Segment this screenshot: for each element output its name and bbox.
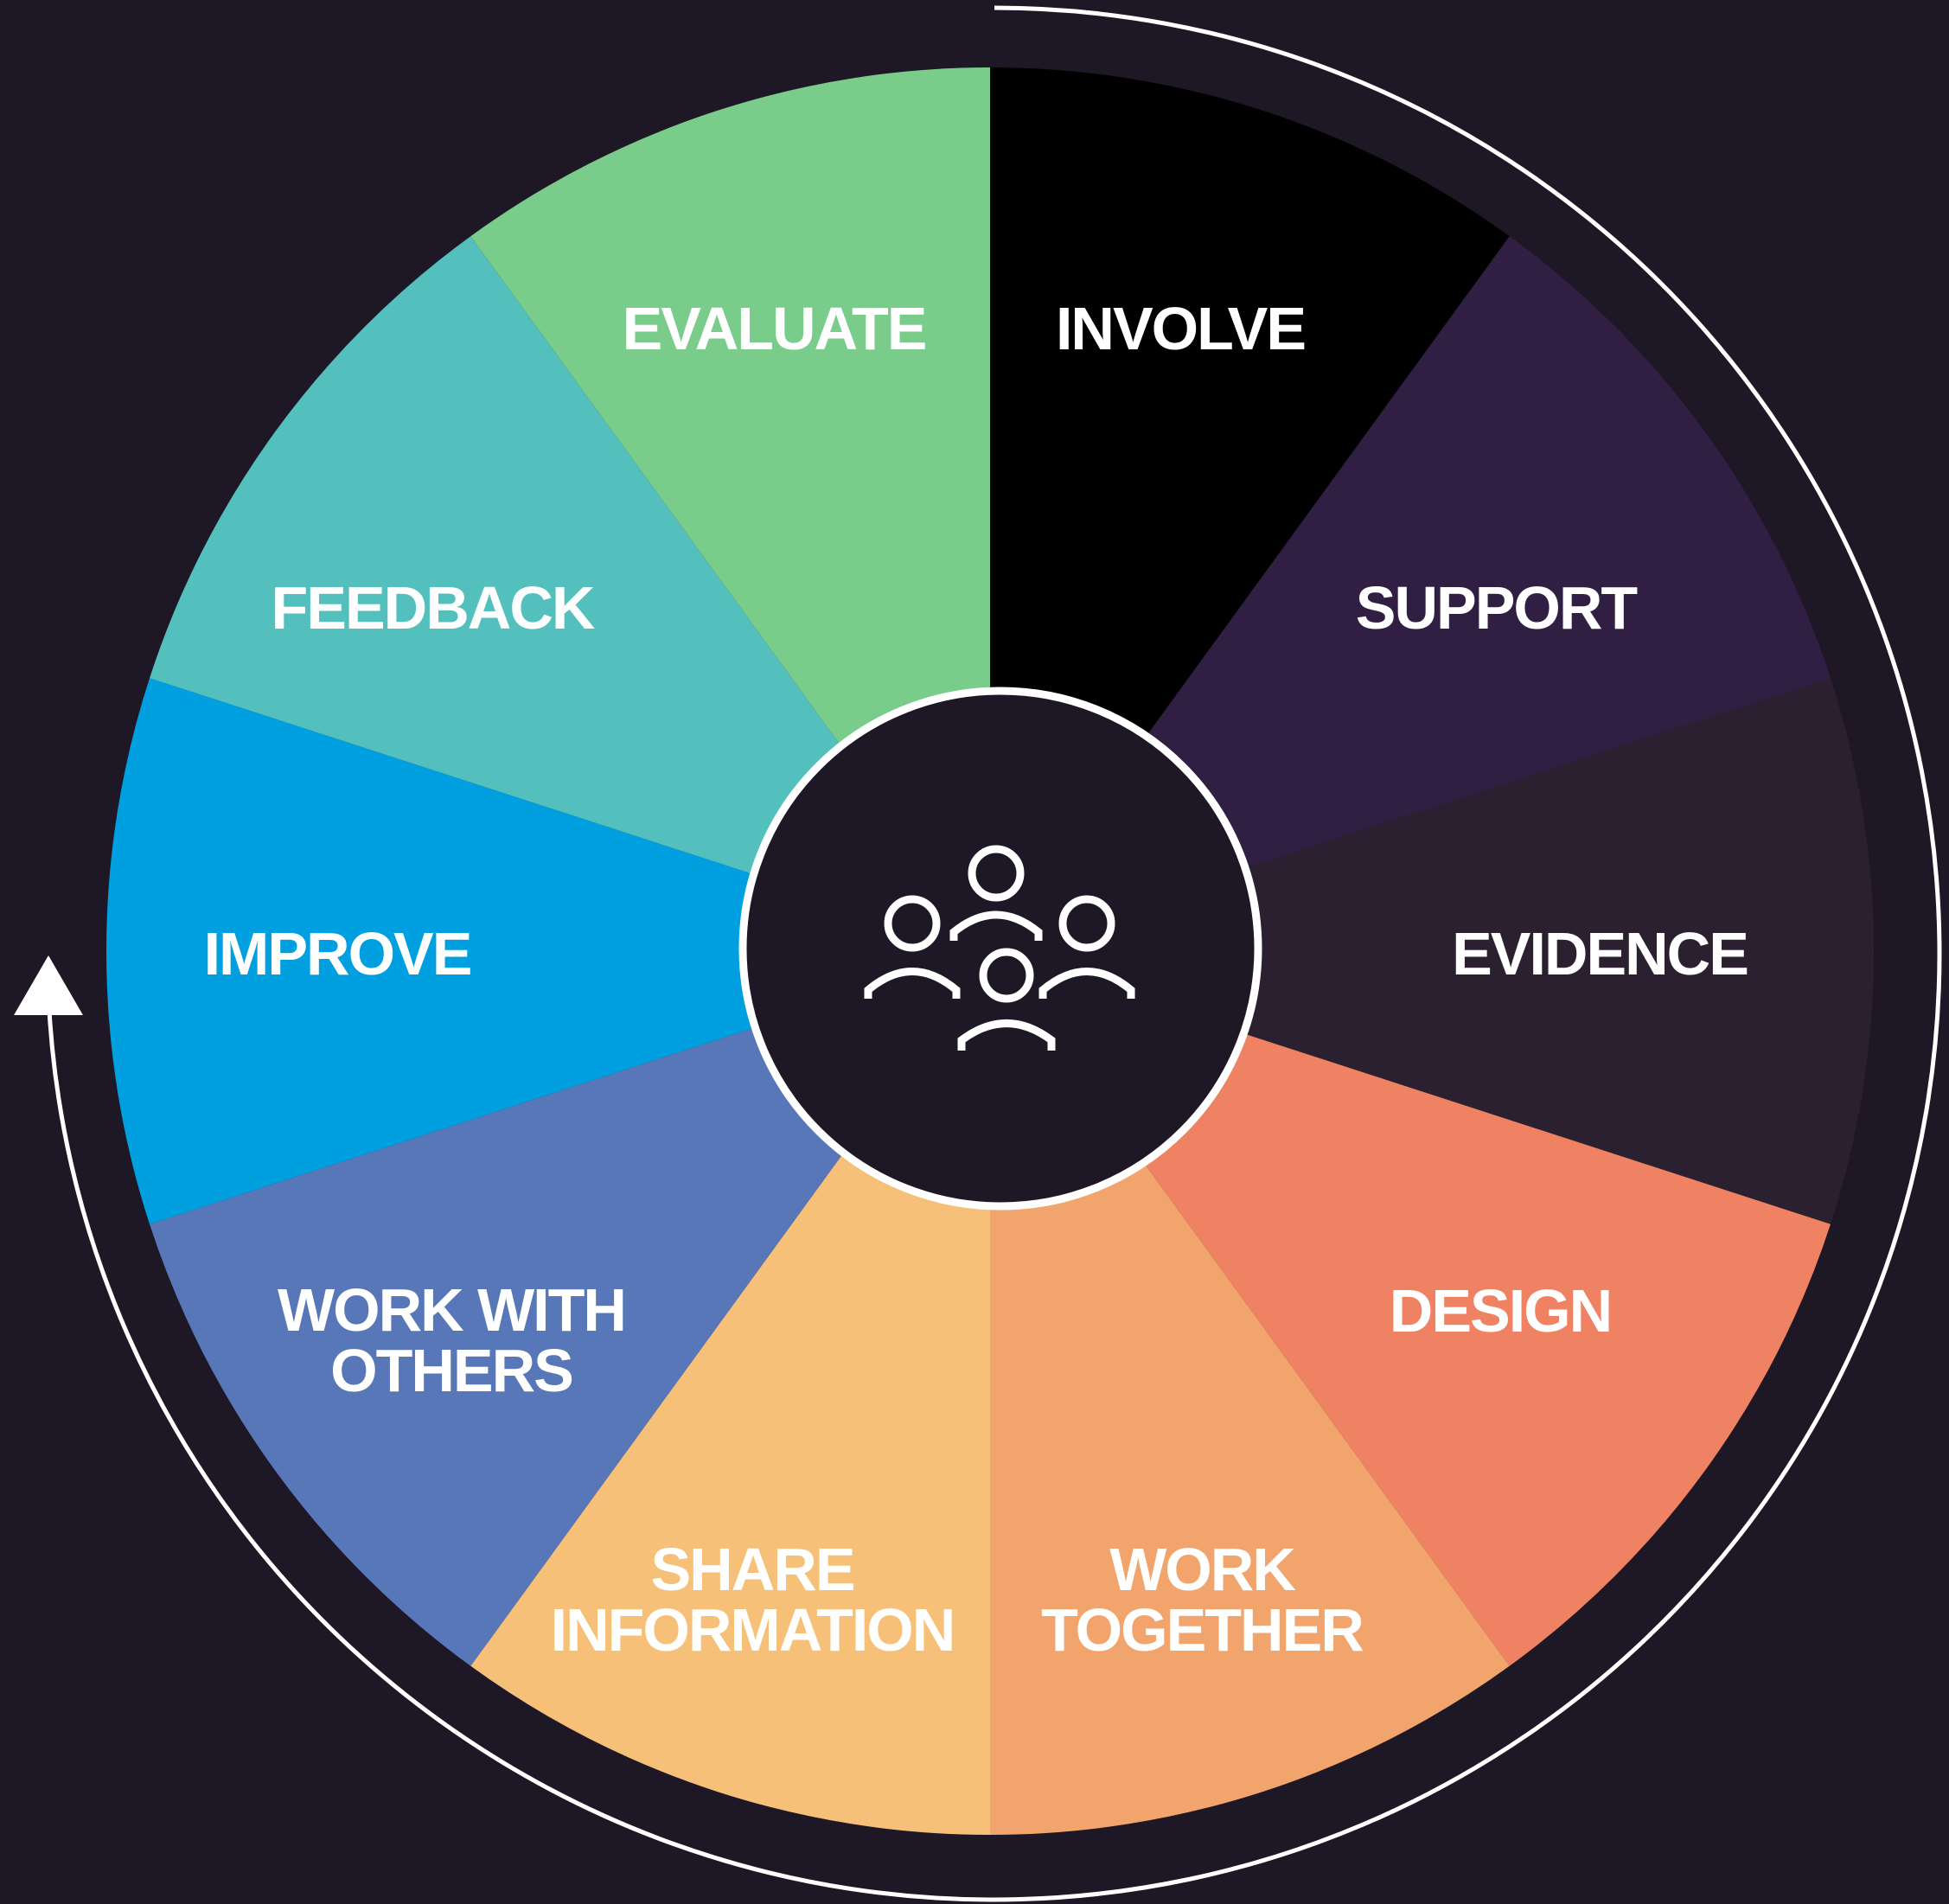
cycle-arrowhead <box>14 955 83 1015</box>
segment-label-involve: INVOLVE <box>1056 295 1305 362</box>
segment-label-line: SHARE <box>650 1536 853 1603</box>
segment-evidence <box>990 678 1875 1224</box>
segment-label-line: EVIDENCE <box>1452 920 1748 987</box>
segment-label-design: DESIGN <box>1390 1277 1611 1345</box>
segment-label-evidence: EVIDENCE <box>1452 920 1748 987</box>
segment-label-line: SUPPORT <box>1356 574 1638 642</box>
segment-feedback <box>150 236 990 951</box>
segment-label-line: WORK <box>1109 1536 1295 1603</box>
segment-label-line: INFORMATION <box>551 1596 955 1664</box>
segment-label-line: EVALUATE <box>623 295 926 362</box>
segment-label-line: IMPROVE <box>204 920 471 987</box>
segment-label-improve: IMPROVE <box>204 920 471 987</box>
segment-label-line: WORK WITH <box>278 1276 625 1344</box>
segment-label-line: TOGETHER <box>1041 1596 1364 1664</box>
segment-label-line: OTHERS <box>330 1337 572 1404</box>
segment-label-line: FEEDBACK <box>272 574 595 642</box>
segment-label-support: SUPPORT <box>1356 574 1638 642</box>
cycle-arrow-path <box>46 5 1942 1902</box>
segment-label-evaluate: EVALUATE <box>623 295 926 362</box>
segment-design <box>990 951 1831 1666</box>
segment-work-with-others <box>150 951 990 1666</box>
segment-share-information <box>470 951 990 1835</box>
segment-label-line: INVOLVE <box>1056 295 1305 362</box>
people-group-icon <box>864 845 1135 1051</box>
segment-label-feedback: FEEDBACK <box>272 574 595 642</box>
segment-improve <box>105 678 991 1224</box>
cycle-arrow-icon <box>14 5 1942 1902</box>
center-hub <box>738 687 1262 1211</box>
segment-support <box>990 236 1831 951</box>
center-circle <box>738 687 1262 1211</box>
segment-label-line: DESIGN <box>1390 1277 1611 1345</box>
